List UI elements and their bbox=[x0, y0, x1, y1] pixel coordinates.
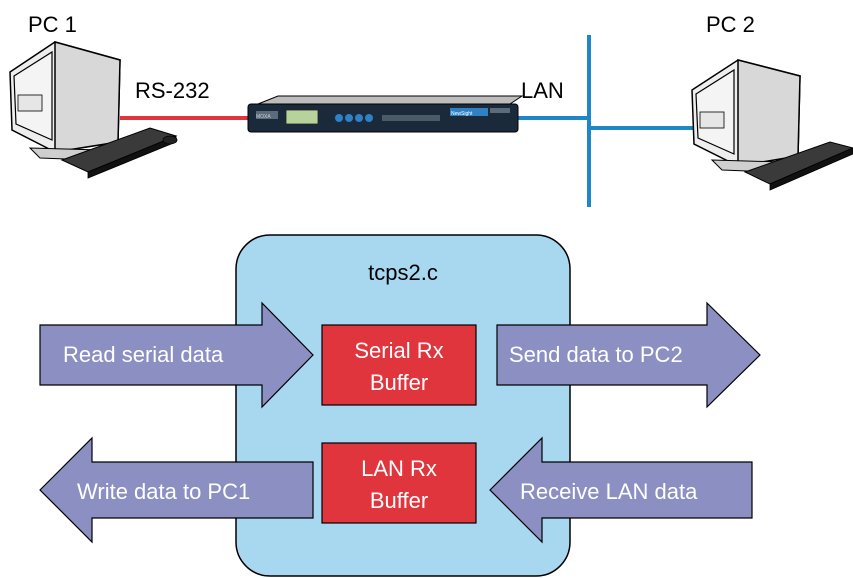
pc1-label: PC 1 bbox=[28, 12, 77, 37]
serial-buffer-line1: Serial Rx bbox=[354, 338, 443, 363]
pc2-label: PC 2 bbox=[706, 12, 755, 37]
lan-label: LAN bbox=[521, 78, 564, 103]
lan-buffer-line1: LAN Rx bbox=[361, 456, 437, 481]
serial-rx-buffer-box bbox=[321, 324, 477, 406]
lan-rx-buffer-box bbox=[321, 442, 477, 524]
pc1-computer-icon bbox=[9, 41, 178, 179]
lan-buffer-line2: Buffer bbox=[370, 488, 428, 513]
write-pc1-arrow bbox=[39, 436, 314, 544]
device-model: NewSight bbox=[451, 111, 473, 117]
pc2-computer-icon bbox=[691, 59, 853, 191]
send-pc2-label: Send data to PC2 bbox=[509, 342, 683, 367]
send-pc2-arrow bbox=[496, 301, 761, 409]
receive-lan-arrow bbox=[489, 436, 753, 544]
serial-buffer-line2: Buffer bbox=[370, 370, 428, 395]
read-serial-label: Read serial data bbox=[63, 342, 224, 367]
program-title: tcps2.c bbox=[368, 260, 438, 285]
serial-device-icon: MOXA NewSight bbox=[247, 95, 524, 133]
rs232-label: RS-232 bbox=[135, 78, 210, 103]
receive-lan-label: Receive LAN data bbox=[520, 479, 698, 504]
device-brand: MOXA bbox=[256, 114, 271, 120]
write-pc1-label: Write data to PC1 bbox=[77, 479, 250, 504]
read-serial-arrow bbox=[39, 301, 314, 409]
